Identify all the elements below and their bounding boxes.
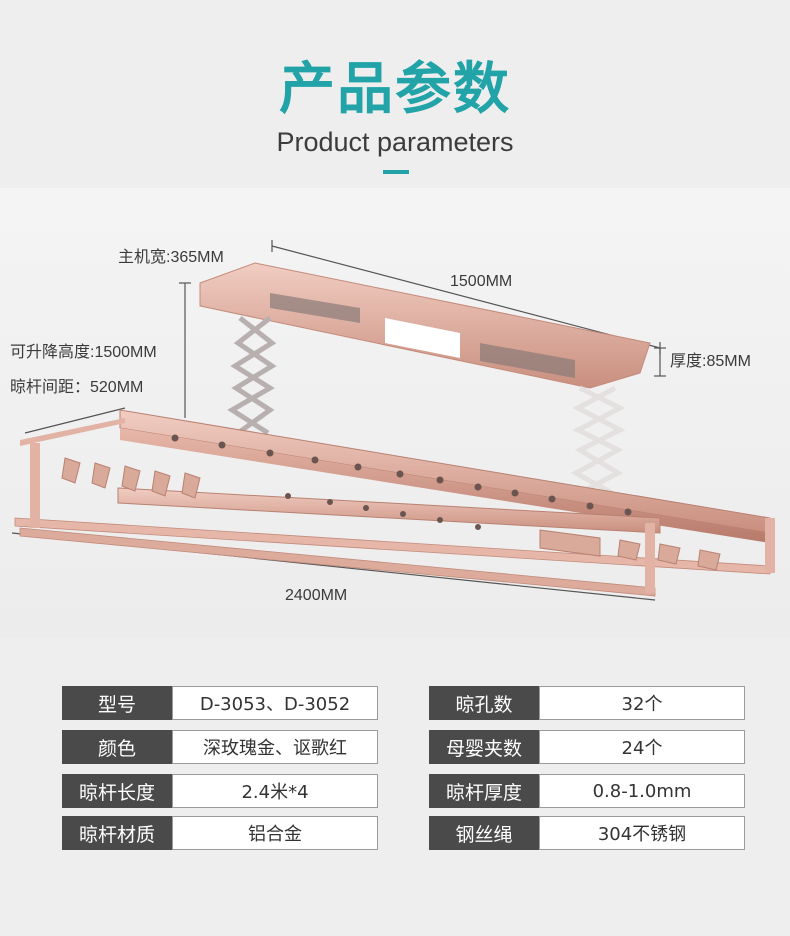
product-illustration: 主机宽:365MM 1500MM 厚度:85MM 可升降高度:1500MM 晾杆… [0, 188, 790, 638]
length-label: 1500MM [450, 273, 513, 290]
spec-row: 钢丝绳 304不锈钢 [429, 816, 745, 850]
spec-row: 晾孔数 32个 [429, 686, 745, 720]
page-title: 产品参数 [279, 57, 511, 122]
host-unit [199, 262, 651, 389]
spec-key: 晾孔数 [429, 686, 539, 720]
spec-key: 晾杆长度 [62, 774, 172, 808]
spec-value: 2.4米*4 [172, 774, 378, 808]
hanging-rods [14, 418, 775, 597]
page-subtitle: Product parameters [276, 127, 514, 157]
spec-row: 型号 D-3053、D-3052 [62, 686, 378, 720]
spec-table: 型号 D-3053、D-3052 颜色 深玫瑰金、讴歌红 晾杆长度 2.4米*4… [0, 680, 790, 860]
spec-row: 颜色 深玫瑰金、讴歌红 [62, 730, 378, 764]
scissor-lift-right [570, 385, 626, 496]
spec-key: 型号 [62, 686, 172, 720]
spec-value: 深玫瑰金、讴歌红 [172, 730, 378, 764]
spec-key: 母婴夹数 [429, 730, 539, 764]
clips [61, 457, 721, 571]
spec-row: 母婴夹数 24个 [429, 730, 745, 764]
spec-value: 0.8-1.0mm [539, 774, 745, 808]
spec-value: D-3053、D-3052 [172, 686, 378, 720]
spec-key: 晾杆材质 [62, 816, 172, 850]
spec-key: 颜色 [62, 730, 172, 764]
rod-spacing-label: 晾杆间距：520MM [10, 379, 144, 396]
thickness-label: 厚度:85MM [670, 353, 751, 370]
spec-value: 32个 [539, 686, 745, 720]
title-divider [383, 170, 409, 174]
spec-value: 铝合金 [172, 816, 378, 850]
spec-row: 晾杆长度 2.4米*4 [62, 774, 378, 808]
host-width-label: 主机宽:365MM [118, 249, 224, 266]
drying-rack-drawing [11, 240, 775, 601]
spec-key: 晾杆厚度 [429, 774, 539, 808]
spec-value: 24个 [539, 730, 745, 764]
rod-length-label: 2400MM [285, 587, 348, 604]
lift-height-label: 可升降高度:1500MM [10, 344, 157, 361]
spec-row: 晾杆材质 铝合金 [62, 816, 378, 850]
rail-holes [171, 434, 632, 530]
spec-value: 304不锈钢 [539, 816, 745, 850]
spec-key: 钢丝绳 [429, 816, 539, 850]
spec-row: 晾杆厚度 0.8-1.0mm [429, 774, 745, 808]
header: 产品参数 Product parameters [0, 0, 790, 200]
main-rail [117, 409, 771, 543]
scissor-lift-left [227, 316, 277, 436]
